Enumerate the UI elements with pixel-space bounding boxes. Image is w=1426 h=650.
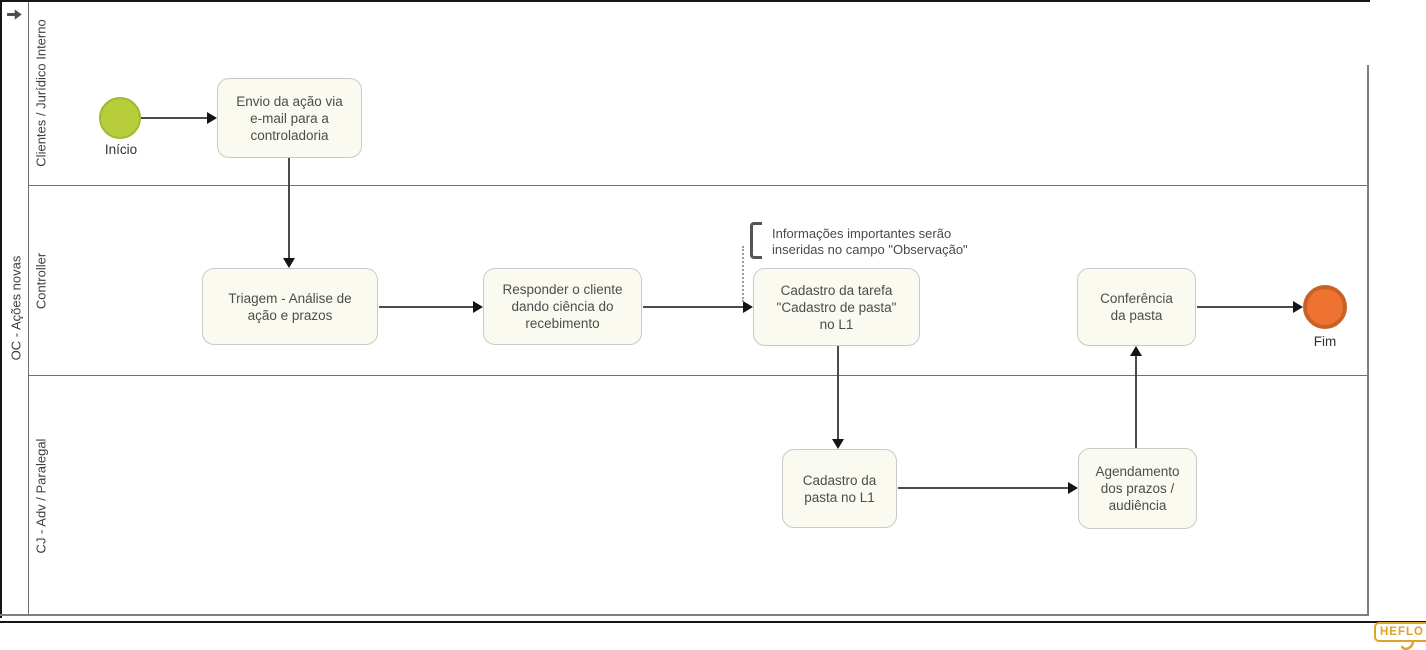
flow-triagem-to-responder — [379, 306, 474, 308]
task-envio-acao-email[interactable]: Envio da ação via e-mail para a controla… — [217, 78, 362, 158]
heflo-logo-text: HEFLO — [1374, 622, 1426, 642]
task-cadastro-pasta-l1[interactable]: Cadastro da pasta no L1 — [782, 449, 897, 528]
lane-divider-1 — [28, 185, 1368, 186]
task-triagem-analise[interactable]: Triagem - Análise de ação e prazos — [202, 268, 378, 345]
heflo-logo[interactable]: HEFLO — [1374, 622, 1426, 650]
flow-conferencia-to-end — [1197, 306, 1294, 308]
pool-name-divider — [28, 2, 29, 615]
flow-responder-to-cadastro-tarefa — [643, 306, 744, 308]
pool-label: OC - Ações novas — [8, 255, 24, 361]
start-event[interactable] — [99, 97, 141, 139]
arrowhead — [207, 112, 217, 124]
footer-separator — [0, 621, 1426, 623]
arrowhead — [832, 439, 844, 449]
flow-cadastro-pasta-to-agendamento — [898, 487, 1069, 489]
pool-bottom-border — [0, 614, 1368, 616]
arrowhead — [1068, 482, 1078, 494]
flow-envio-to-triagem — [288, 158, 290, 259]
flow-direction-arrow-icon — [6, 6, 23, 28]
arrowhead — [283, 258, 295, 268]
arrowhead — [743, 301, 753, 313]
arrowhead — [1130, 346, 1142, 356]
text-annotation: Informações importantes serão inseridas … — [772, 226, 968, 257]
heflo-logo-tail-icon — [1401, 641, 1415, 650]
flow-start-to-envio — [141, 117, 209, 119]
end-event-label: Fim — [1313, 334, 1337, 349]
annotation-bracket — [750, 222, 762, 259]
task-agendamento-prazos[interactable]: Agendamento dos prazos / audiência — [1078, 448, 1197, 529]
pool-top-border — [0, 0, 1370, 2]
task-cadastro-tarefa[interactable]: Cadastro da tarefa "Cadastro de pasta" n… — [753, 268, 920, 346]
task-conferencia-pasta[interactable]: Conferência da pasta — [1077, 268, 1196, 346]
end-event[interactable] — [1303, 285, 1347, 329]
flow-cadastro-tarefa-to-cadastro-pasta — [837, 346, 839, 440]
lane-label-controller: Controller — [33, 252, 49, 310]
pool-right-border — [1367, 65, 1369, 616]
pool-left-border — [0, 0, 2, 618]
annotation-association-line — [742, 246, 744, 302]
lane-label-clientes-juridico: Clientes / Jurídico Interno — [33, 19, 49, 167]
flow-agendamento-to-conferencia — [1135, 355, 1137, 448]
lane-label-cj-adv-paralegal: CJ - Adv / Paralegal — [33, 438, 49, 554]
lane-divider-2 — [28, 375, 1368, 376]
start-event-label: Início — [104, 142, 138, 157]
arrowhead — [473, 301, 483, 313]
task-responder-cliente[interactable]: Responder o cliente dando ciência do rec… — [483, 268, 642, 345]
arrowhead — [1293, 301, 1303, 313]
